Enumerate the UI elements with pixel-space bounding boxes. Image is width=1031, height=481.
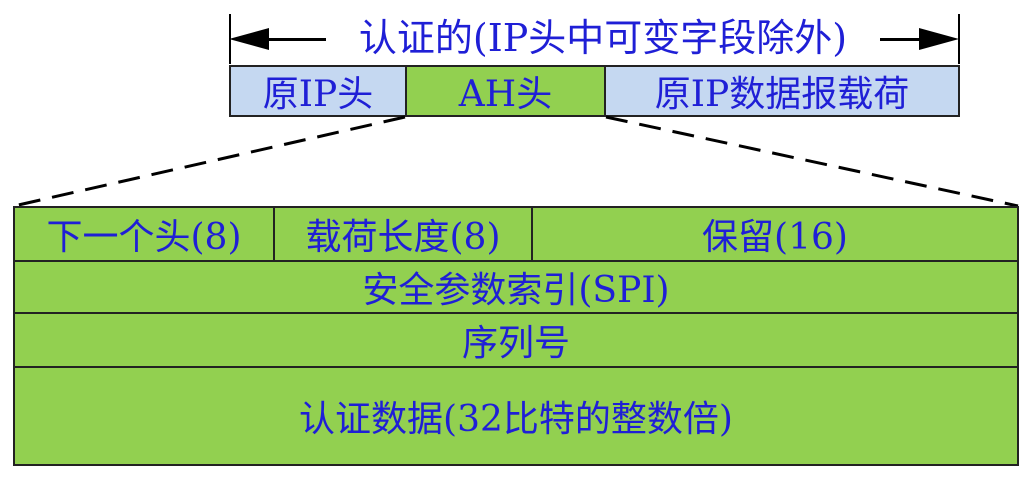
span-left-arrowhead — [229, 28, 269, 50]
span-right-line — [880, 38, 924, 41]
auth-data-row: 认证数据(32比特的整数倍) — [15, 368, 1017, 464]
ah-header-label: AH头 — [458, 74, 553, 115]
auth-range-label: 认证的(IP头中可变字段除外) — [358, 16, 848, 60]
spi-row: 安全参数索引(SPI) — [15, 262, 1017, 314]
ah-header-cell: AH头 — [405, 65, 606, 117]
reserved-label: 保留(16) — [702, 217, 848, 258]
span-right-arrowhead — [919, 28, 959, 50]
reserved-field: 保留(16) — [533, 208, 1017, 260]
span-right-tick — [958, 14, 960, 64]
sequence-number-row: 序列号 — [15, 314, 1017, 368]
sequence-number-label: 序列号 — [461, 323, 570, 364]
payload-length-field: 载荷长度(8) — [275, 208, 533, 260]
next-header-label: 下一个头(8) — [46, 217, 242, 258]
orig-ip-header-label: 原IP头 — [262, 74, 374, 115]
orig-payload-label: 原IP数据报载荷 — [654, 74, 910, 115]
spi-label: 安全参数索引(SPI) — [362, 270, 670, 311]
span-left-line — [262, 38, 326, 41]
zoom-line-right — [605, 115, 1019, 208]
next-header-field: 下一个头(8) — [15, 208, 275, 260]
auth-data-label: 认证数据(32比特的整数倍) — [299, 399, 733, 440]
ah-header-detail: 下一个头(8) 载荷长度(8) 保留(16) 安全参数索引(SPI) 序列号 认… — [13, 206, 1019, 466]
payload-length-label: 载荷长度(8) — [305, 217, 501, 258]
orig-payload-cell: 原IP数据报载荷 — [604, 65, 960, 117]
zoom-line-left — [13, 115, 406, 208]
ah-row-fields: 下一个头(8) 载荷长度(8) 保留(16) — [15, 208, 1017, 262]
